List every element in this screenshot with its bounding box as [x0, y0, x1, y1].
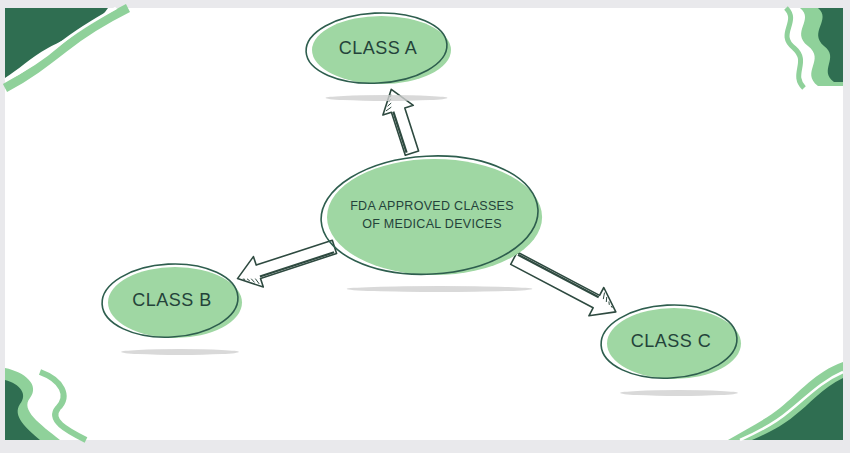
ellipse-stroke	[304, 9, 448, 86]
corner-wave	[818, 8, 843, 82]
drop-shadow	[620, 390, 738, 396]
class-ellipse: CLASS A	[306, 12, 451, 84]
corner-wave	[5, 8, 108, 78]
corner-wave	[40, 372, 86, 440]
corner-wave	[5, 8, 116, 80]
ellipse-fill	[108, 267, 242, 338]
class-label: CLASS A	[339, 35, 418, 61]
ellipse-outline	[321, 155, 542, 275]
ellipse-fill	[607, 308, 741, 379]
class-ellipse: CLASS C	[601, 304, 741, 379]
class-label: CLASS C	[631, 328, 712, 354]
block-arrow	[238, 240, 337, 287]
drop-shadow	[325, 95, 447, 101]
ellipse-fill	[312, 16, 451, 84]
corner-wave	[5, 380, 40, 440]
central-label: FDA APPROVED CLASSES OF MEDICAL DEVICES	[339, 197, 524, 233]
corner-wave	[786, 8, 804, 88]
drop-shadow	[121, 349, 239, 355]
corner-wave	[752, 378, 843, 440]
central-ellipse: FDA APPROVED CLASSES OF MEDICAL DEVICES	[321, 155, 542, 275]
ellipse-stroke	[100, 260, 240, 340]
corner-wave	[728, 362, 843, 440]
drop-shadow	[347, 286, 533, 292]
class-label: CLASS B	[132, 287, 212, 313]
block-arrow	[511, 252, 616, 316]
ellipse-stroke	[319, 151, 542, 280]
corner-wave	[740, 372, 843, 440]
ellipse-fill	[327, 159, 542, 275]
ellipse-stroke	[599, 301, 739, 381]
corner-wave	[800, 8, 843, 86]
corner-wave	[5, 8, 128, 88]
class-ellipse: CLASS B	[102, 263, 242, 338]
